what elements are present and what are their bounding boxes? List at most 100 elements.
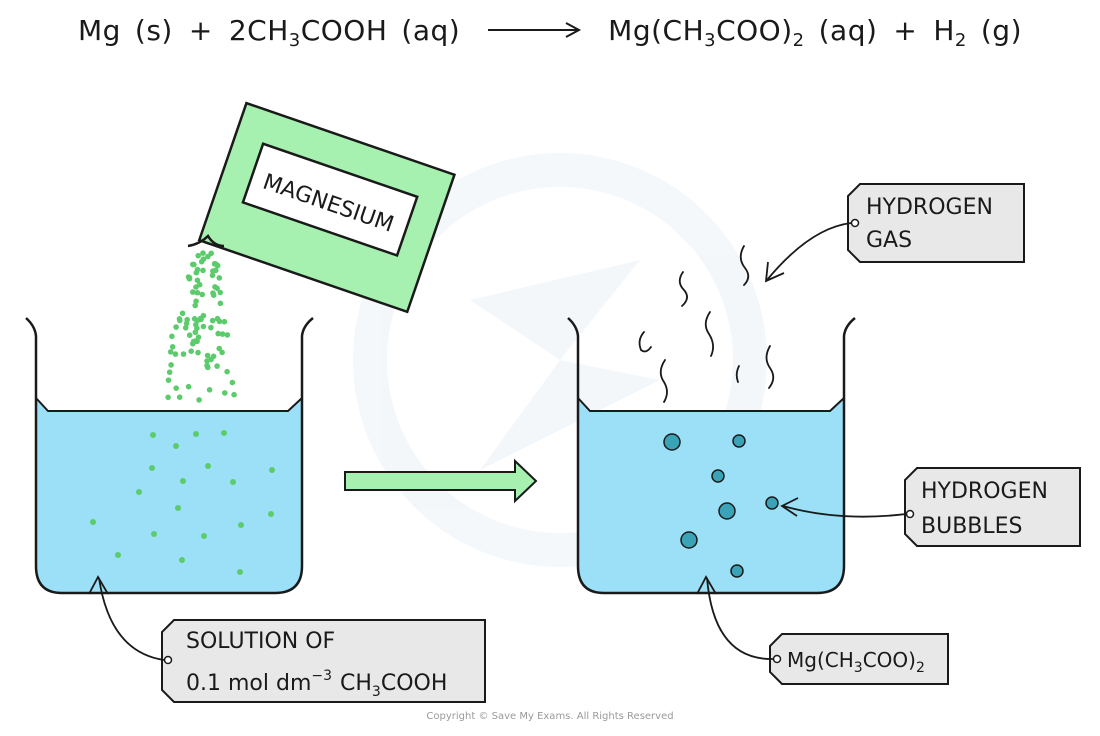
magnesium-particle xyxy=(169,333,175,340)
magnesium-particle xyxy=(204,358,210,364)
hydrogen-bubbles-tag xyxy=(904,467,1081,547)
pointer-arrow xyxy=(766,222,852,281)
magnesium-particle xyxy=(204,362,210,369)
magnesium-particle xyxy=(195,349,201,356)
magnesium-particle xyxy=(221,430,227,436)
eq-plus: + xyxy=(188,14,213,47)
magnesium-particle xyxy=(173,385,179,392)
watermark-logo xyxy=(353,153,767,567)
magnesium-stream xyxy=(165,250,237,403)
magnesium-particle xyxy=(194,277,201,284)
bubble xyxy=(718,502,736,520)
magnesium-particle xyxy=(176,394,183,401)
magnesium-ethanoate-tag xyxy=(769,633,949,685)
magnesium-particle xyxy=(192,302,198,309)
magnesium-particle xyxy=(204,352,211,359)
magnesium-particle xyxy=(185,274,192,280)
magnesium-particle xyxy=(150,432,156,438)
right-beaker xyxy=(567,317,856,595)
magnesium-ethanoate-text: Mg(CH3COO)2 xyxy=(787,648,925,676)
magnesium-particles xyxy=(90,430,275,575)
hydrogen-gas-label: HYDROGEN GAS xyxy=(764,183,1025,283)
magnesium-particle xyxy=(230,479,236,485)
magnesium-particle xyxy=(180,351,187,357)
hydrogen-bubbles-label: HYDROGEN BUBBLES xyxy=(780,467,1081,547)
hydrogen-bubbles-line2: BUBBLES xyxy=(921,514,1023,539)
magnesium-particle xyxy=(222,390,228,396)
magnesium-particle xyxy=(224,368,230,375)
magnesium-particle xyxy=(217,289,223,296)
magnesium-particle xyxy=(172,351,179,357)
bubble xyxy=(730,564,744,578)
magnesium-particle xyxy=(136,489,142,495)
right-beaker-liquid xyxy=(578,398,844,593)
magnesium-particle xyxy=(198,258,205,265)
magnesium-particle xyxy=(217,300,224,307)
magnesium-particle xyxy=(175,505,181,511)
magnesium-particle xyxy=(212,284,218,290)
magnesium-particle xyxy=(194,338,200,345)
magnesium-particle xyxy=(188,348,194,355)
magnesium-particle xyxy=(210,290,216,296)
magnesium-particle xyxy=(179,557,185,563)
magnesium-particle xyxy=(193,269,200,276)
magnesium-particle xyxy=(190,289,196,295)
hydrogen-bubbles xyxy=(663,433,779,578)
eq-acid-state: (aq) xyxy=(401,14,461,47)
bubble xyxy=(732,434,746,448)
magnesium-particle xyxy=(208,324,214,331)
magnesium-particle xyxy=(215,330,221,337)
pointer-arrow xyxy=(782,505,907,518)
bubble xyxy=(765,496,779,510)
eq-hydrogen-state: (g) xyxy=(980,14,1022,47)
solution-line1: SOLUTION OF xyxy=(186,629,335,654)
pointer-arrow xyxy=(706,577,774,660)
eq-salt-state: (aq) xyxy=(818,14,878,47)
eq-magnesium-ethanoate: Mg(CH3COO)2 xyxy=(608,14,805,51)
left-beaker-surface xyxy=(35,397,303,412)
process-arrow xyxy=(344,458,538,504)
gas-wisp xyxy=(678,271,688,307)
magnesium-particle xyxy=(173,324,179,330)
hydrogen-gas-wisps xyxy=(638,245,775,403)
magnesium-particle xyxy=(205,253,211,260)
magnesium-particle xyxy=(186,332,193,339)
magnesium-particle xyxy=(193,284,199,290)
magnesium-particle xyxy=(209,317,216,324)
magnesium-particle xyxy=(224,332,231,338)
gas-wisp xyxy=(659,359,668,403)
magnesium-particle xyxy=(216,275,223,281)
magnesium-particle xyxy=(176,316,183,322)
magnesium-particle xyxy=(219,349,225,356)
packet-spout xyxy=(187,233,225,248)
bubble xyxy=(663,433,681,451)
magnesium-particle xyxy=(213,267,219,274)
bubble xyxy=(711,469,725,483)
magnesium-particle xyxy=(151,531,157,537)
magnesium-particle xyxy=(209,272,216,279)
pointer-arrow xyxy=(98,577,165,661)
magnesium-particle xyxy=(173,443,179,449)
magnesium-particle xyxy=(165,394,171,401)
magnesium-particle xyxy=(90,519,96,525)
magnesium-particle xyxy=(149,465,155,471)
magnesium-particle xyxy=(167,349,174,355)
magnesium-particle xyxy=(221,318,228,325)
eq-plus-2: + xyxy=(893,14,918,47)
gas-wisp xyxy=(735,365,740,383)
magnesium-particle xyxy=(191,261,197,268)
left-beaker-liquid xyxy=(36,398,302,593)
magnesium-particle xyxy=(211,260,218,267)
magnesium-particle xyxy=(238,522,244,528)
magnesium-particle xyxy=(183,320,190,327)
hydrogen-gas-line1: HYDROGEN xyxy=(866,195,993,220)
magnesium-particle xyxy=(216,318,223,325)
eq-magnesium: Mg xyxy=(77,14,121,47)
eq-hydrogen: H2 xyxy=(933,14,967,51)
magnesium-particle xyxy=(195,252,201,259)
reaction-arrow xyxy=(488,22,582,38)
magnesium-particle xyxy=(193,431,199,437)
right-beaker-outline xyxy=(567,317,856,595)
